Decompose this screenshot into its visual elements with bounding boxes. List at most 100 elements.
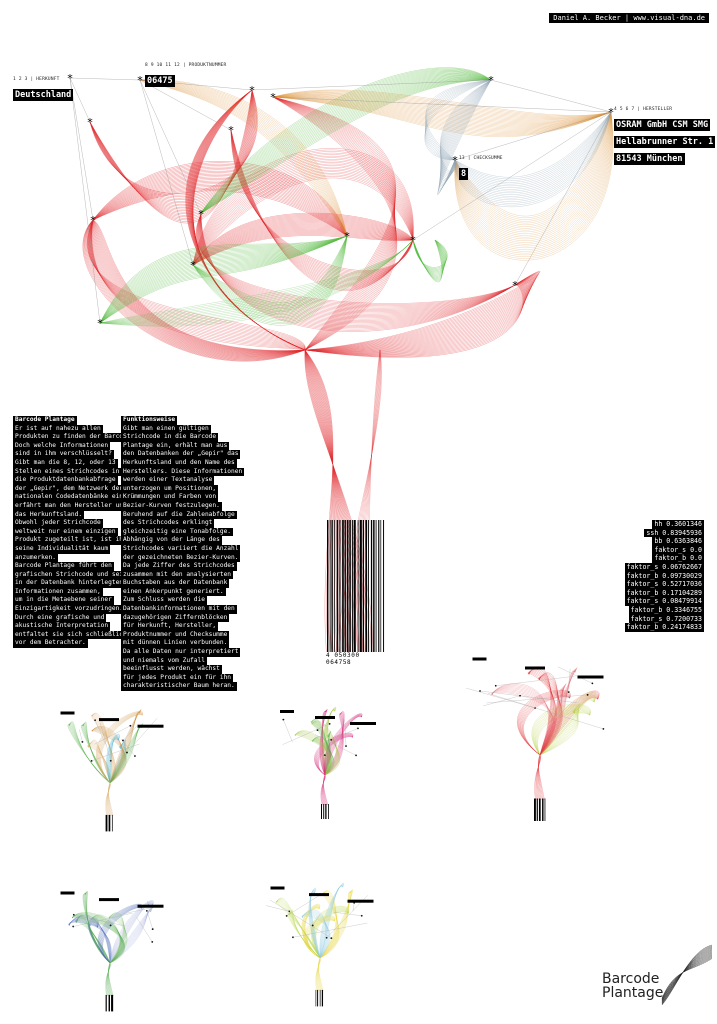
function-line: Abhängig von der Länge des bbox=[121, 536, 222, 545]
tree-curve bbox=[99, 239, 414, 326]
connector-lines bbox=[69, 77, 612, 324]
tree-curve bbox=[88, 742, 111, 784]
tree-curve bbox=[302, 910, 327, 959]
tree-curve bbox=[539, 669, 576, 756]
function-line: und niemals vom Zufall bbox=[121, 656, 207, 666]
tree-curve bbox=[310, 891, 321, 959]
thumb-tag bbox=[137, 904, 164, 908]
tree-curve bbox=[324, 735, 331, 776]
function-line: dazugehörigen Ziffernblöcken bbox=[121, 613, 230, 623]
tree-curve bbox=[317, 735, 353, 776]
anchor-star-icon: * bbox=[512, 279, 518, 292]
thumb-connector bbox=[146, 911, 153, 930]
tree-curve bbox=[539, 670, 576, 756]
main-barcode bbox=[327, 520, 385, 652]
tree-curve bbox=[302, 911, 327, 959]
tree-curve bbox=[85, 891, 111, 964]
tree-curve bbox=[539, 687, 563, 756]
tree-curve bbox=[324, 710, 335, 776]
thumb-barcode-bar bbox=[542, 798, 544, 821]
intro-line: vor dem Betrachter. bbox=[13, 639, 88, 649]
tree-curve bbox=[310, 891, 321, 959]
tree-curve bbox=[109, 910, 151, 964]
anchor-star-icon: * bbox=[608, 106, 614, 119]
barcode-bar bbox=[362, 520, 364, 652]
tree-curve bbox=[304, 282, 530, 352]
function-line: Herstellers. Diese Informationen bbox=[121, 467, 245, 477]
tree-curve bbox=[109, 746, 127, 784]
anchor-star-icon: * bbox=[87, 116, 93, 129]
tree-curve bbox=[99, 235, 348, 324]
tree-curve bbox=[319, 890, 352, 959]
tree-curve bbox=[319, 882, 345, 959]
tree-curve bbox=[539, 693, 596, 756]
tree-curve bbox=[539, 671, 576, 756]
tree-curve bbox=[108, 782, 114, 817]
tree-curve bbox=[272, 91, 612, 118]
tree-curve bbox=[91, 715, 116, 784]
tree-curve bbox=[304, 284, 524, 357]
thumb-connector bbox=[495, 676, 575, 686]
connector-line bbox=[412, 111, 612, 241]
thumb-connector bbox=[265, 905, 290, 912]
tree-curve bbox=[106, 962, 111, 997]
tree-curve bbox=[317, 735, 353, 776]
tree-curve bbox=[304, 281, 531, 352]
tree-curve bbox=[454, 111, 612, 222]
tree-curve bbox=[82, 721, 111, 784]
parameter-row: faktor_s 0.0 bbox=[652, 545, 704, 555]
anchor-star-icon: * bbox=[249, 84, 255, 97]
function-line: beeinflusst werden, wächst bbox=[121, 665, 222, 674]
parameter-row: ssh 0.83945936 bbox=[644, 528, 704, 538]
tree-curve bbox=[310, 890, 321, 959]
tree-curve bbox=[88, 219, 306, 351]
thumb-tag bbox=[315, 716, 335, 719]
tree-curve bbox=[91, 916, 123, 964]
tree-curve bbox=[139, 79, 348, 237]
tree-curve bbox=[68, 922, 112, 964]
tree-curve bbox=[83, 893, 111, 964]
tree-curve bbox=[288, 913, 321, 959]
tree-curve bbox=[192, 216, 414, 266]
tree-curve bbox=[312, 739, 333, 776]
tree-curve bbox=[539, 698, 595, 756]
tree-curve bbox=[322, 707, 336, 776]
tree-curve bbox=[88, 743, 111, 784]
function-line: gleichzeitig eine Tonabfolge. bbox=[121, 527, 234, 537]
tree-curve bbox=[196, 213, 516, 305]
tree-curve bbox=[109, 743, 126, 784]
tree-curve bbox=[199, 70, 492, 215]
function-line: Da alle Daten nur interpretiert bbox=[121, 648, 241, 657]
barcode-bar bbox=[370, 520, 373, 652]
barcode-bar bbox=[353, 520, 356, 652]
tree-curve bbox=[454, 111, 612, 252]
logo-text: Barcode Plantage bbox=[602, 972, 663, 1000]
tree-curve bbox=[324, 711, 345, 776]
tree-curve bbox=[276, 899, 321, 959]
thumb-connector bbox=[99, 722, 111, 761]
tree-curve bbox=[109, 711, 140, 784]
tree-curve bbox=[88, 219, 306, 351]
tree-curve bbox=[109, 915, 126, 964]
tree-curve bbox=[88, 739, 111, 784]
thumb-barcode-bar bbox=[105, 994, 107, 1012]
intro-line: um in die Metaebene seiner bbox=[13, 596, 114, 606]
tree-curve bbox=[68, 723, 111, 784]
barcode-bar bbox=[375, 520, 377, 652]
tree-curve bbox=[109, 738, 119, 784]
tree-curve bbox=[318, 736, 353, 776]
tree-curve bbox=[301, 915, 331, 959]
thumb-barcode-bar bbox=[321, 989, 324, 1007]
tree-curve bbox=[106, 782, 111, 817]
tree-curve bbox=[304, 274, 538, 351]
tree-curve bbox=[81, 725, 111, 784]
tree-curve bbox=[324, 714, 362, 776]
thumb-barcode-bar bbox=[105, 814, 108, 832]
tree-curve bbox=[518, 691, 570, 756]
tree-curve bbox=[304, 349, 334, 661]
tree-curve bbox=[99, 235, 348, 324]
tree-curve bbox=[108, 962, 112, 997]
barcode-bar bbox=[352, 520, 353, 652]
tree-curve bbox=[108, 782, 112, 817]
tree-curve bbox=[109, 739, 126, 784]
